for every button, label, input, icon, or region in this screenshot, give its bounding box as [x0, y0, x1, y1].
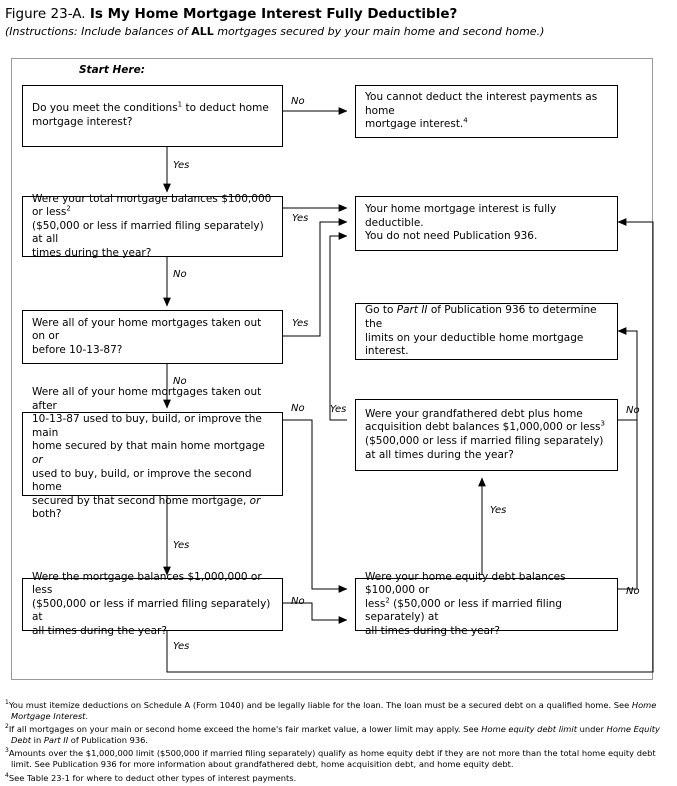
- instructions-line: (Instructions: Include balances of ALL m…: [5, 25, 665, 39]
- node-q4[interactable]: Were all of your home mortgages taken ou…: [22, 386, 283, 520]
- footnote-3: 3Amounts over the $1,000,000 limit ($500…: [5, 748, 673, 769]
- node-cannot-deduct[interactable]: You cannot deduct the interest payments …: [355, 85, 618, 138]
- node-q2-line1: Were your total mortgage balances $100,0…: [32, 192, 272, 219]
- node-fully-deductible[interactable]: Your home mortgage interest is fully ded…: [355, 196, 618, 251]
- node-q4-line4: used to buy, build, or improve the secon…: [32, 467, 252, 494]
- node-cannot-line1: You cannot deduct the interest payments …: [365, 91, 598, 117]
- figure-label: Figure 23-A.: [5, 6, 86, 22]
- node-part2-pre: Go to: [365, 304, 397, 317]
- node-part2-line2: limits on your deductible home mortgage …: [365, 331, 584, 358]
- edge-label-q3-yes: Yes: [292, 318, 309, 329]
- node-q4-em1: or: [32, 454, 43, 466]
- node-q3-line2: before 10-13-87?: [32, 343, 123, 356]
- node-q7-line2b: ($50,000 or less if married filing separ…: [365, 597, 562, 624]
- node-q2-line2: ($50,000 or less if married filing separ…: [32, 219, 264, 246]
- node-part2-post: of Publication 936 to determine the: [365, 304, 597, 330]
- footnote-ref-1: 1: [177, 100, 183, 109]
- node-q5-line3: ($500,000 or less if married filing sepa…: [365, 435, 604, 447]
- instructions-emphasis: ALL: [191, 25, 214, 38]
- node-q4-line5b: both?: [32, 508, 62, 521]
- node-q1-line1: Do you meet the conditions: [32, 102, 178, 115]
- node-q6-line1: Were the mortgage balances $1,000,000 or…: [32, 570, 262, 597]
- node-q4-em2: or: [249, 494, 261, 507]
- node-fully-line1: Your home mortgage interest is fully ded…: [365, 203, 557, 229]
- node-fully-line2: You do not need Publication 936.: [365, 230, 538, 243]
- footnote-3-marker: 3: [5, 747, 9, 755]
- footnote-1-em1: Home Mortgage Interest: [11, 700, 657, 721]
- node-q1[interactable]: Do you meet the conditions1 to deduct ho…: [22, 85, 283, 147]
- page-title: Figure 23-A. Is My Home Mortgage Interes…: [5, 6, 665, 22]
- footnote-ref-3: 3: [600, 419, 605, 428]
- edge-label-q3-no: No: [173, 376, 187, 387]
- edge-label-q7-yes: Yes: [490, 505, 507, 516]
- footnote-2-post: of Publication 936.: [68, 734, 149, 745]
- node-go-to-part2[interactable]: Go to Part II of Publication 936 to dete…: [355, 303, 618, 360]
- footnote-ref-4: 4: [463, 116, 468, 125]
- node-q6-line3: all times during the year?: [32, 624, 167, 637]
- node-q5-line4: at all times during the year?: [365, 448, 514, 461]
- edge-label-q4-no: No: [291, 403, 305, 414]
- edge-label-q2-yes: Yes: [292, 213, 309, 224]
- instructions-suffix: mortgages secured by your main home and …: [213, 25, 545, 38]
- node-cannot-line2: mortgage interest.: [365, 118, 464, 131]
- node-q4-line1: Were all of your home mortgages taken ou…: [32, 386, 262, 412]
- edge-label-q6-no: No: [291, 596, 305, 607]
- node-q5-line2: acquisition debt balances $1,000,000 or …: [365, 421, 601, 434]
- node-q3[interactable]: Were all of your home mortgages taken ou…: [22, 310, 283, 364]
- footnote-2-mid: under: [576, 724, 607, 735]
- node-q4-line2: 10-13-87 used to buy, build, or improve …: [32, 413, 262, 439]
- node-q7-line2a: less: [365, 597, 386, 610]
- edge-label-q5-yes: Yes: [330, 404, 347, 415]
- footnote-2-em1: Home equity debt limit: [481, 724, 577, 735]
- figure-title: Is My Home Mortgage Interest Fully Deduc…: [89, 6, 458, 22]
- node-q5[interactable]: Were your grandfathered debt plus home a…: [355, 399, 618, 471]
- node-q7-line1: Were your home equity debt balances $100…: [365, 570, 566, 597]
- node-part2-emphasis: Part II: [396, 304, 428, 317]
- node-q6-line2: ($500,000 or less if married filing sepa…: [32, 597, 271, 624]
- footnote-4: 4See Table 23-1 for where to deduct othe…: [5, 771, 673, 784]
- footnote-ref-2b: 2: [385, 596, 390, 605]
- edge-label-q1-yes: Yes: [173, 160, 190, 171]
- footnote-1-marker: 1: [5, 699, 9, 707]
- node-q5-line1: Were your grandfathered debt plus home: [365, 407, 583, 420]
- footnote-2-text: If all mortgages on your main or second …: [8, 724, 482, 735]
- node-q1-line1b: to deduct home: [182, 102, 269, 115]
- edge-label-q7-no: No: [626, 586, 640, 597]
- edge-label-q5-no: No: [626, 405, 640, 416]
- edge-label-q2-no: No: [173, 269, 187, 280]
- node-q2[interactable]: Were your total mortgage balances $100,0…: [22, 192, 283, 259]
- footnote-4-marker: 4: [5, 771, 9, 779]
- start-here-label: Start Here:: [79, 64, 145, 76]
- node-q7-line3: all times during the year?: [365, 624, 500, 637]
- footnotes: 1You must itemize deductions on Schedule…: [5, 700, 673, 786]
- node-q6[interactable]: Were the mortgage balances $1,000,000 or…: [22, 571, 283, 637]
- footnote-2-marker: 2: [5, 723, 9, 731]
- footnote-3-text: Amounts over the $1,000,000 limit ($500,…: [8, 748, 656, 769]
- footnote-2-em3: Part II: [43, 734, 69, 745]
- node-q1-line2: mortgage interest?: [32, 116, 133, 128]
- footnote-ref-2a: 2: [66, 204, 71, 213]
- instructions-prefix: (Instructions: Include balances of: [5, 25, 192, 38]
- edge-label-q4-yes: Yes: [173, 540, 190, 551]
- footnote-2: 2If all mortgages on your main or second…: [5, 724, 673, 745]
- node-q2-line3: times during the year?: [32, 246, 152, 259]
- footnote-1-post: .: [85, 710, 89, 721]
- edge-label-q6-yes: Yes: [173, 641, 190, 652]
- footnote-1: 1You must itemize deductions on Schedule…: [5, 700, 673, 721]
- node-q4-line3a: home secured by that main home mortgage: [32, 440, 265, 453]
- node-q3-line1: Were all of your home mortgages taken ou…: [32, 316, 262, 343]
- footnote-2-mid2: in: [31, 734, 44, 745]
- node-q7[interactable]: Were your home equity debt balances $100…: [355, 571, 618, 637]
- node-q4-line5a: secured by that second home mortgage,: [32, 494, 250, 507]
- footnote-1-text: You must itemize deductions on Schedule …: [8, 700, 632, 710]
- edge-label-q1-no: No: [291, 96, 305, 107]
- footnote-4-text: See Table 23-1 for where to deduct other…: [8, 772, 297, 783]
- footnote-2-em2: Home Equity Debt: [11, 724, 660, 745]
